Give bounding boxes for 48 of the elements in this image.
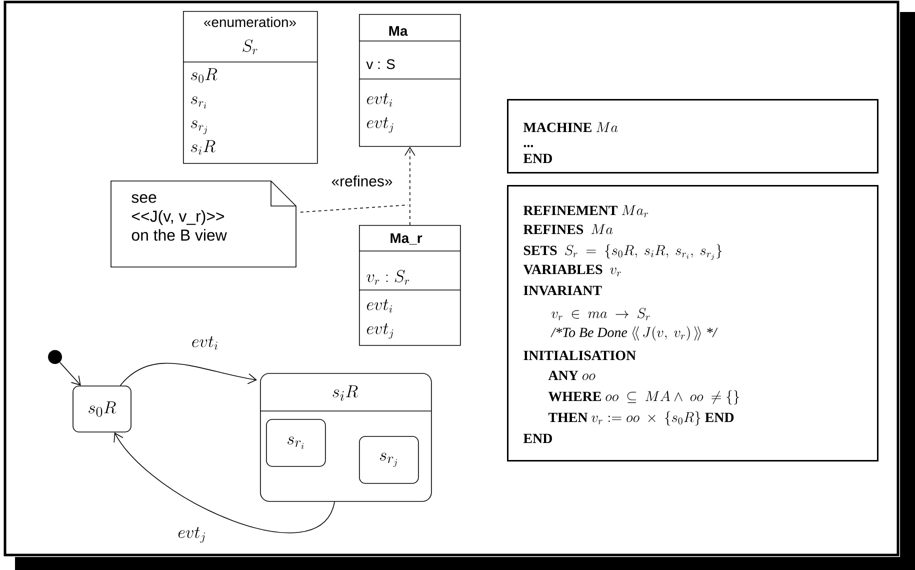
- operation-text: $evt_i$: [366, 93, 392, 107]
- initial-state-dot: [48, 350, 62, 364]
- code-line: $\textbf{MACHINE}\ Ma$: [523, 122, 618, 132]
- class-name: Ma_r: [390, 233, 422, 245]
- literal-text: $s_0R$: [191, 68, 218, 83]
- edge-label: $evt_i$: [192, 336, 218, 350]
- code-line: $\textbf{VARIABLES}\ \ v_r$: [523, 264, 621, 276]
- literal-text: $s_{r_j}$: [191, 120, 208, 134]
- literal-text: $s_iR$: [191, 140, 216, 155]
- code-line: $\textbf{SETS}\ \ S_r\ =\ \{s_0R,\ s_iR,\ s_{r_i},\ s_{r_j}\}$: [524, 244, 722, 260]
- transition-arrow: [120, 362, 257, 386]
- note-text: see <<J(v, v_r)>> on the B view: [132, 194, 227, 241]
- stereotype-text: «enumeration»: [204, 16, 296, 28]
- code-line: $\textbf{INITIALISATION}$: [524, 350, 636, 360]
- code-box: [507, 184, 878, 462]
- arrow: [59, 362, 81, 386]
- code-line: $\textbf{REFINES}\ \ Ma$: [523, 224, 613, 234]
- operation-text: $evt_i$: [366, 299, 392, 313]
- class-box: [358, 224, 461, 346]
- code-line: $\textbf{THEN}\ v_r := oo\ \times\ \{s_0R\}\ \textbf{END}$: [548, 411, 734, 426]
- transition-arrow: [114, 432, 335, 533]
- note-box: [110, 180, 296, 268]
- state-box: $s_{r_i}$: [266, 418, 326, 467]
- edge-label: $evt_j$: [178, 527, 205, 543]
- dependency-arrow: [404, 146, 416, 226]
- code-line: $\textbf{END}$: [523, 154, 552, 164]
- code-line: $v_r\ \in\ ma\ \rightarrow\ S_r$: [552, 308, 650, 320]
- code-line: $\textbf{END}$: [523, 434, 552, 444]
- class-box: [182, 11, 318, 164]
- code-box: [507, 98, 878, 174]
- code-line: $\textbf{REFINEMENT}\ Ma_r$: [523, 205, 648, 218]
- attribute-text: $v_r : S_r$: [366, 270, 410, 285]
- leader-line: [300, 204, 408, 213]
- code-line: $\textit{/*To Be Done}\ \langle\!\langle\, J(v,\ v_r)\, \rangle\!\rangle\ \textit{*/}$: [550, 326, 718, 341]
- code-line: $\textbf{WHERE}\ oo\ \subseteq\ MA \wedge\ oo\ \neq \{\}$: [548, 390, 739, 405]
- literal-text: $s_{r_i}$: [191, 96, 206, 108]
- operation-text: $evt_j$: [366, 117, 394, 133]
- class-name: $S_r$: [242, 39, 258, 54]
- code-line: $\textbf{INVARIANT}$: [524, 286, 602, 296]
- class-name: Ma: [389, 26, 408, 36]
- code-line: $\textbf{ANY}\ oo$: [548, 370, 596, 380]
- state-box: $s_{r_j}$: [359, 436, 419, 484]
- operation-text: $evt_j$: [366, 323, 394, 339]
- state-box: $s_0R$: [72, 386, 132, 432]
- edge-label: «refines»: [332, 176, 392, 186]
- code-line: $\textbf{...}$: [524, 144, 534, 148]
- class-box: [358, 14, 461, 147]
- attribute-text: v : S: [366, 59, 395, 70]
